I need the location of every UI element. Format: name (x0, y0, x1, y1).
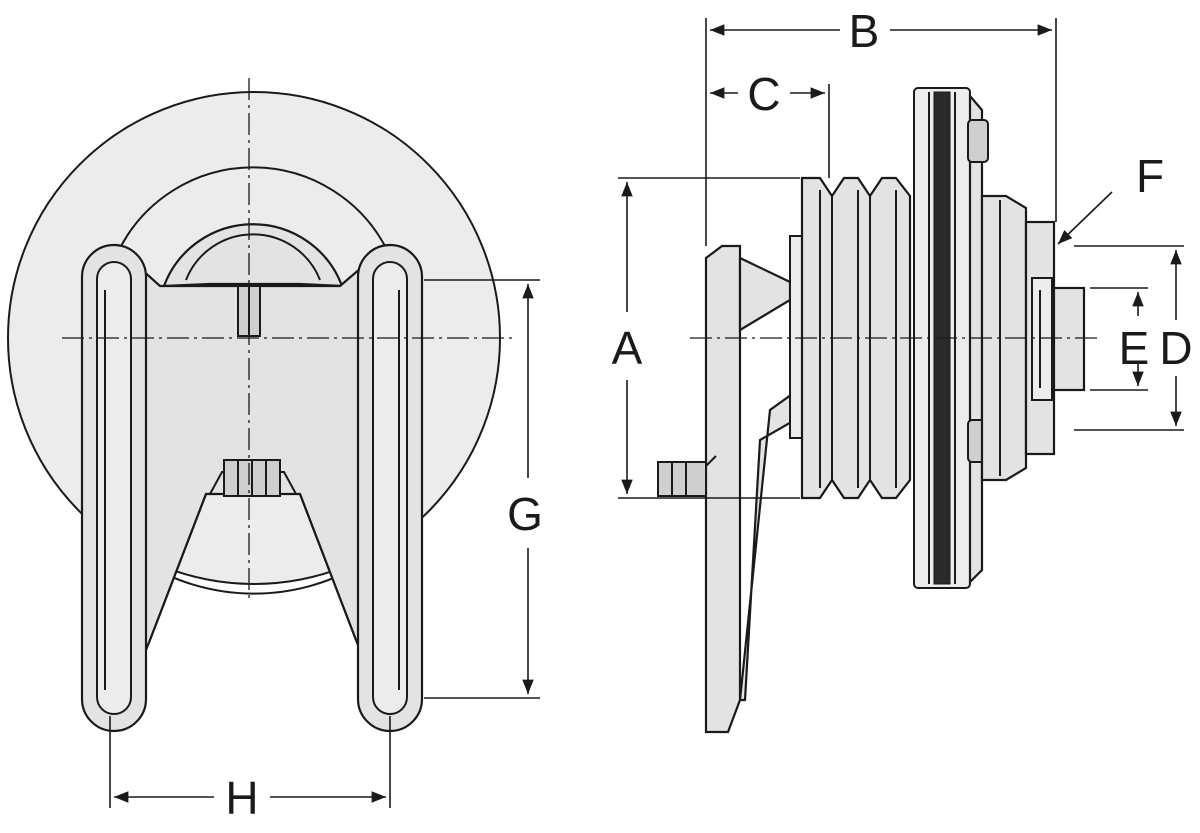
side-armature (968, 93, 984, 585)
dimensions: A B C F D E G (109, 5, 1193, 824)
front-left-slot (96, 261, 132, 715)
side-nut (1031, 277, 1053, 401)
front-gusset (149, 493, 357, 641)
dim-f-leader (1057, 191, 1113, 245)
side-bracket-ear (738, 256, 792, 332)
dim-b-label: B (849, 5, 880, 57)
dim-d-label: D (1159, 322, 1192, 374)
dim-g-label: G (507, 488, 543, 540)
dim-a-label: A (612, 322, 643, 374)
side-bracket-plate (704, 244, 742, 734)
side-bracket-lower-gusset (738, 389, 797, 702)
front-right-slot (372, 261, 408, 715)
dim-f-label: F (1136, 150, 1164, 202)
side-bracket-bolt (657, 461, 707, 497)
side-shaft (1052, 286, 1086, 392)
dim-c-label: C (747, 68, 780, 120)
side-view (657, 87, 1100, 734)
side-coil-housing (980, 194, 1028, 482)
front-hub-arc (117, 166, 389, 253)
front-hub-inner-ring (185, 233, 321, 281)
dim-e-label: E (1119, 322, 1150, 374)
front-hub-inner (162, 223, 344, 288)
dim-h-label: H (225, 772, 258, 824)
front-view (7, 78, 515, 733)
side-tab-top (967, 119, 989, 163)
